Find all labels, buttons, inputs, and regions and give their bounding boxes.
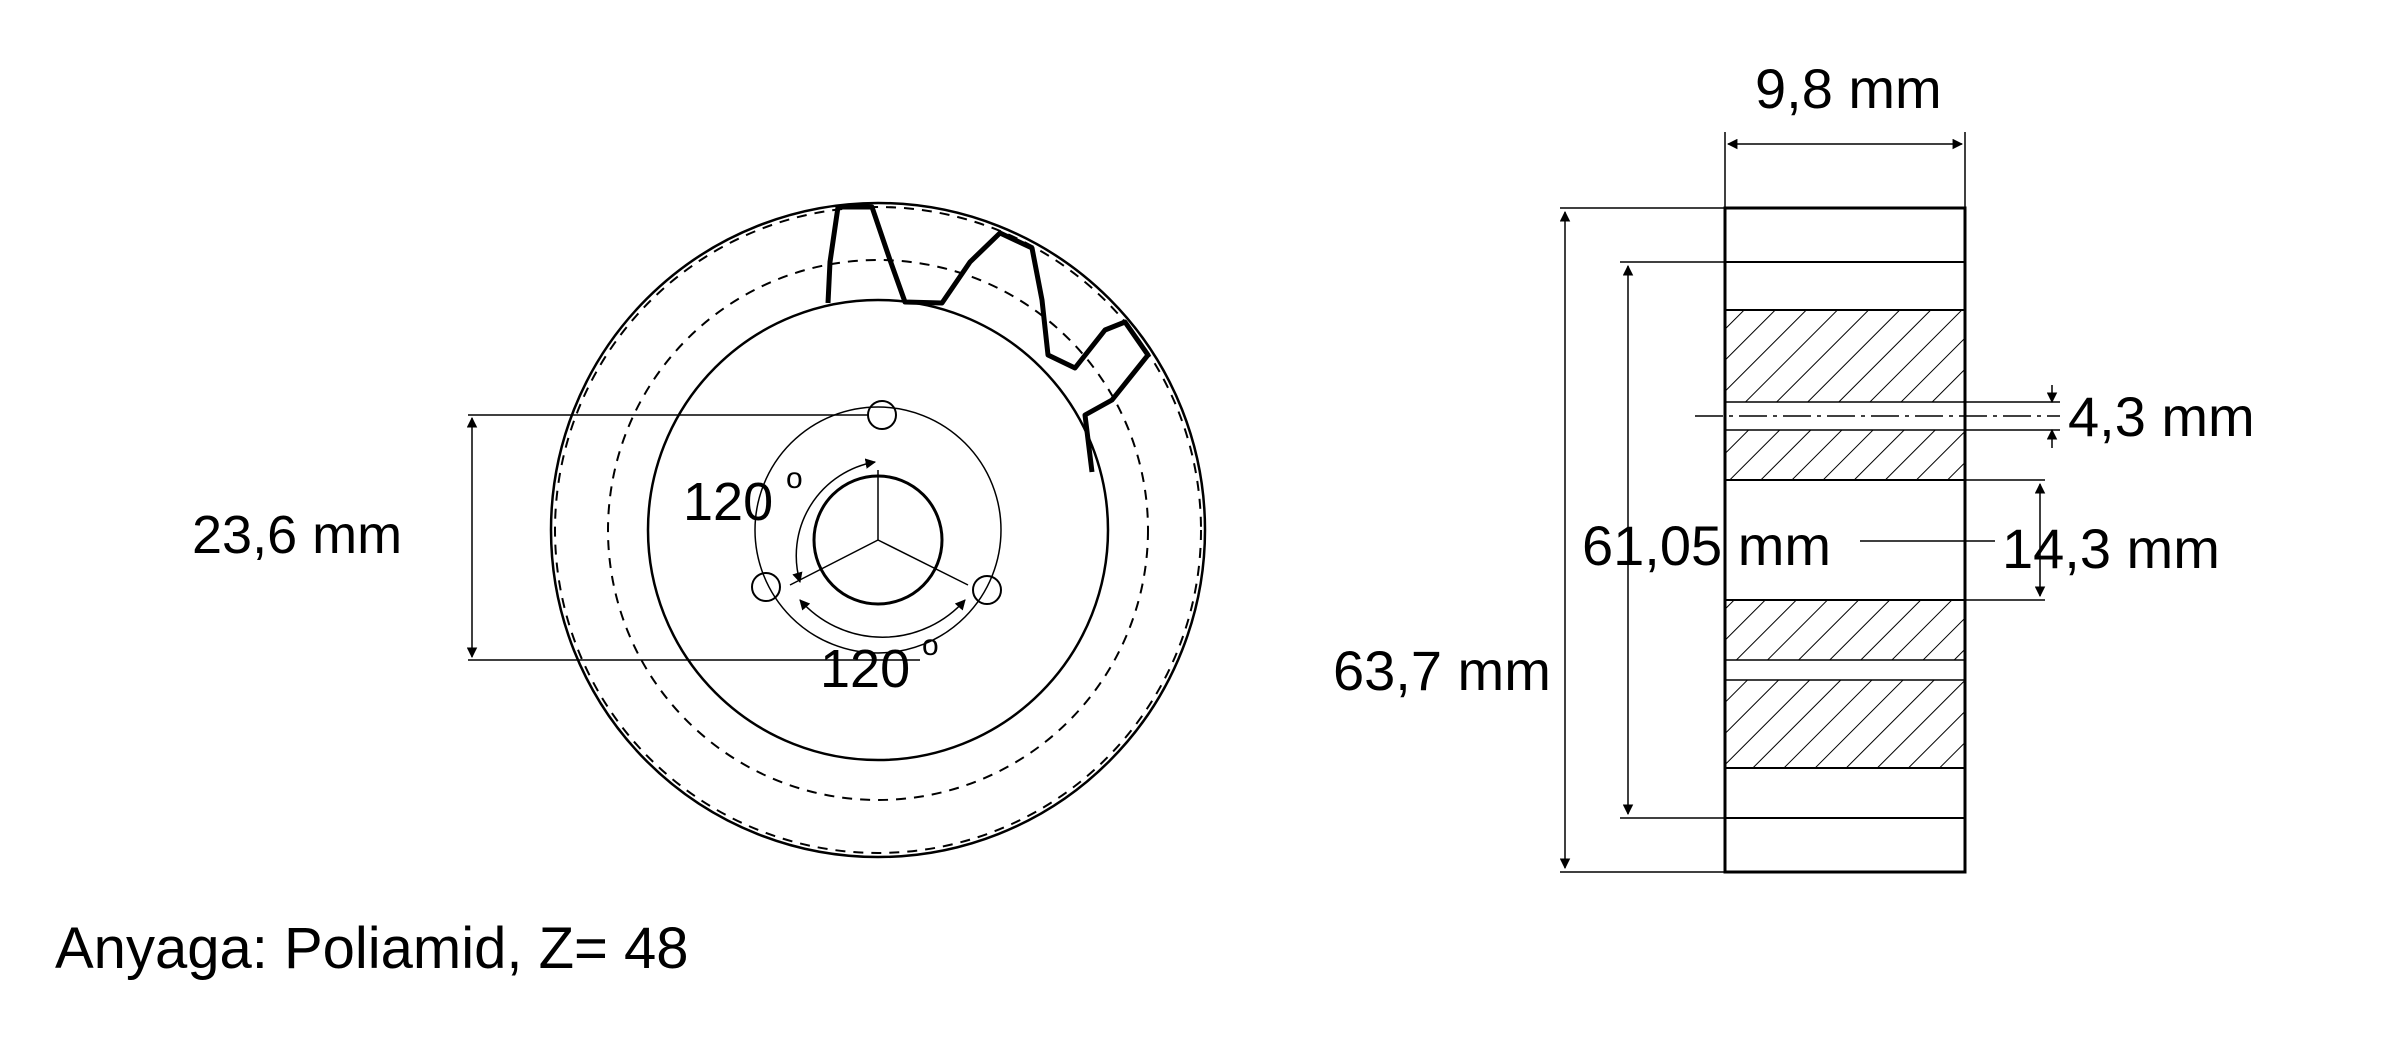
material-caption: Anyaga: Poliamid, Z= 48 [55,916,689,981]
hub-circle [646,298,1110,762]
angle-label-top: 120 [683,472,773,532]
hatched-section-lower [1725,600,1965,768]
dim-label-slot: 4,3 mm [2068,385,2255,448]
mounting-hole-top [867,400,897,430]
hatched-section-upper [1725,310,1965,480]
gear-teeth [825,204,1151,473]
center-line-left [789,539,879,586]
dim-label-hole-spacing: 23,6 mm [192,505,402,565]
dim-label-width: 9,8 mm [1755,57,1942,120]
side-view [1559,132,2060,874]
angle-arc-bottom [799,599,966,638]
degree-symbol-top: o [786,462,803,495]
angle-arc-top [792,458,877,584]
outer-circle [549,201,1207,859]
angle-label-bottom: 120 [820,639,910,699]
front-view [466,201,1207,859]
dim-label-outer-diameter: 63,7 mm [1333,639,1551,702]
dim-label-pitch-diameter: 61,05 mm [1582,514,1831,577]
side-view-outline [1723,206,1967,874]
mounting-hole-right [972,575,1002,605]
dim-label-bore: 14,3 mm [2002,517,2220,580]
center-line-right [877,539,969,586]
tip-circle-dashed [554,206,1202,854]
pitch-circle-dashed [607,259,1149,801]
bolt-circle [754,406,1002,654]
degree-symbol-bottom: o [922,629,939,662]
mounting-hole-left [751,572,781,602]
slot-lower [1725,660,1965,680]
